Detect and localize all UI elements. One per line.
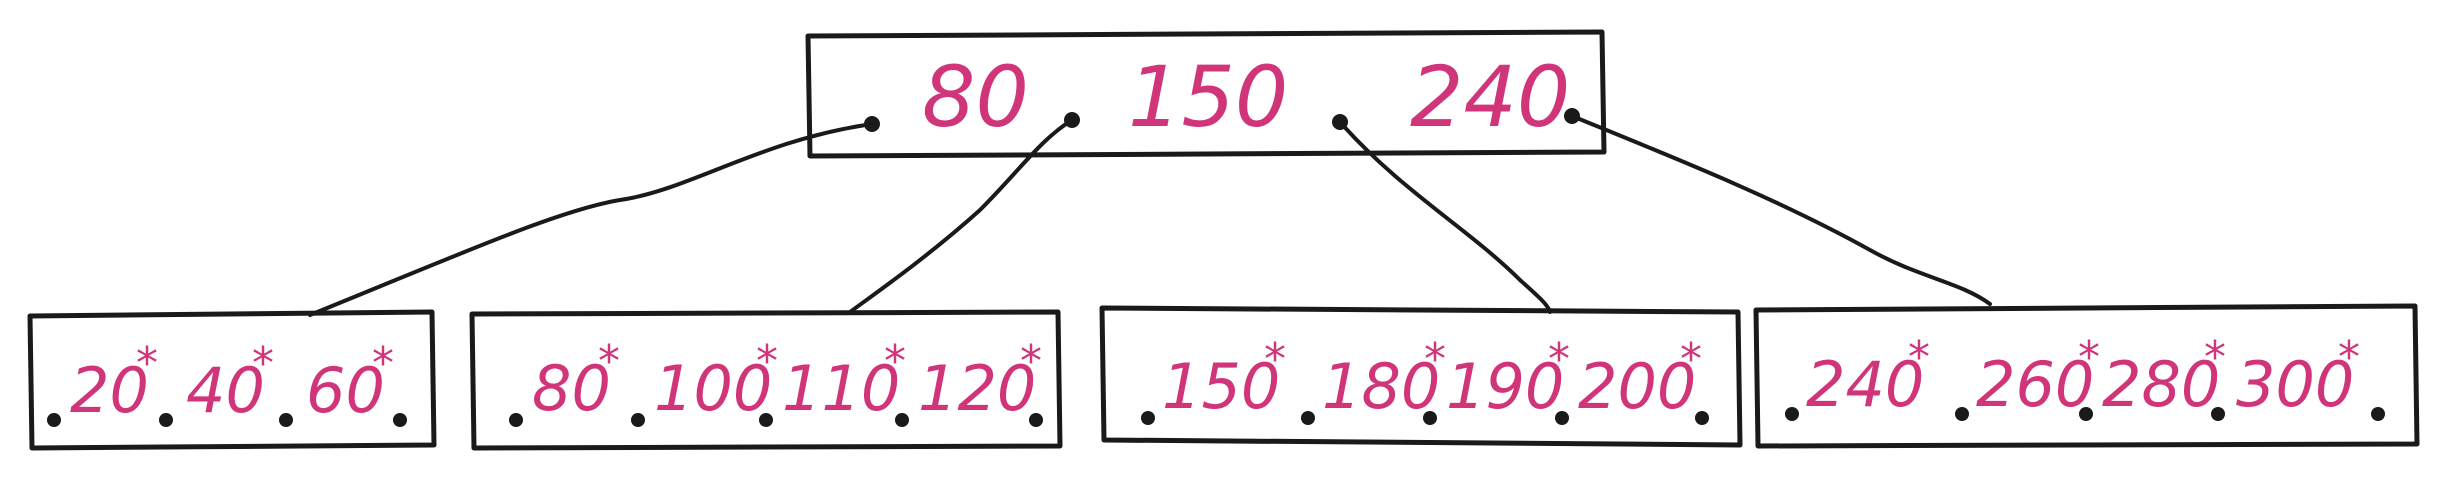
root-key-1: 80 xyxy=(922,48,1029,146)
leaf-3-entry-marker-3: * xyxy=(1548,334,1570,385)
leaf-2-key-2: 100 xyxy=(654,352,772,425)
leaf-2-node: 80*100*110*120* xyxy=(509,336,1043,427)
leaf-4-entry-marker-3: * xyxy=(2204,332,2226,383)
leaf-2-pointer-3 xyxy=(759,413,773,427)
edge-to-leaf-2 xyxy=(848,118,1074,314)
leaf-3-key-1: 150 xyxy=(1162,350,1280,423)
root-node: 80 150 240 xyxy=(805,29,1607,159)
leaf-1-key-3: 60 xyxy=(306,354,385,427)
leaf-4-key-2: 260 xyxy=(1976,348,2094,421)
leaf-4-entry-marker-4: * xyxy=(2338,332,2360,383)
leaf-1-node: 20*40*60* xyxy=(47,338,407,427)
leaf-2-key-3: 110 xyxy=(782,352,900,425)
leaf-1-pointer-4 xyxy=(393,413,407,427)
leaf-3-key-4: 200 xyxy=(1578,350,1696,423)
leaf-1-key-1: 20 xyxy=(70,354,149,427)
leaf-2-pointer-5 xyxy=(1029,413,1043,427)
leaf-1-box xyxy=(27,309,437,451)
leaf-2-pointer-4 xyxy=(895,413,909,427)
leaf-4-pointer-3 xyxy=(2079,407,2093,421)
leaf-3-entry-marker-1: * xyxy=(1264,334,1286,385)
root-key-2: 150 xyxy=(1128,48,1288,146)
leaf-4-pointer-5 xyxy=(2371,407,2385,421)
leaf-2-entry-marker-1: * xyxy=(598,336,620,387)
leaf-3-key-3: 190 xyxy=(1446,350,1564,423)
leaf-3-entry-marker-4: * xyxy=(1680,334,1702,385)
leaf-2-key-4: 120 xyxy=(918,352,1036,425)
leaf-1-entry-marker-3: * xyxy=(372,338,394,389)
edge-to-leaf-1 xyxy=(308,122,874,317)
leaf-1-pointer-2 xyxy=(159,413,173,427)
edge-to-leaf-4 xyxy=(1570,114,1992,306)
tree-edges xyxy=(308,114,1992,317)
leaf-4-box xyxy=(1753,303,2420,449)
leaf-2-entry-marker-3: * xyxy=(884,336,906,387)
leaf-3-pointer-2 xyxy=(1301,411,1315,425)
leaf-4-key-3: 280 xyxy=(2102,348,2220,421)
leaf-2-entry-marker-4: * xyxy=(1020,336,1042,387)
root-key-3: 240 xyxy=(1410,48,1570,146)
leaf-1-key-2: 40 xyxy=(186,354,265,427)
leaf-2-key-1: 80 xyxy=(532,352,611,425)
edge-to-leaf-3 xyxy=(1338,120,1552,314)
leaf-4-pointer-4 xyxy=(2211,407,2225,421)
leaf-3-node: 150*180*190*200* xyxy=(1141,334,1709,425)
leaf-4-key-1: 240 xyxy=(1806,348,1924,421)
leaf-3-pointer-1 xyxy=(1141,411,1155,425)
leaf-2-box xyxy=(469,309,1063,451)
leaf-1-entry-marker-1: * xyxy=(136,338,158,389)
leaf-4-node: 240*260*280*300* xyxy=(1785,332,2385,421)
leaf-contents: 20*40*60*80*100*110*120*150*180*190*200*… xyxy=(47,332,2385,427)
leaf-3-key-2: 180 xyxy=(1322,350,1440,423)
leaf-2-pointer-1 xyxy=(509,413,523,427)
leaf-3-pointer-3 xyxy=(1423,411,1437,425)
leaf-2-pointer-2 xyxy=(631,413,645,427)
leaf-4-pointer-2 xyxy=(1955,407,1969,421)
leaf-3-pointer-4 xyxy=(1555,411,1569,425)
leaf-4-entry-marker-1: * xyxy=(1908,332,1930,383)
leaf-4-entry-marker-2: * xyxy=(2078,332,2100,383)
leaf-1-pointer-3 xyxy=(279,413,293,427)
leaf-3-entry-marker-2: * xyxy=(1424,334,1446,385)
leaf-4-pointer-1 xyxy=(1785,407,1799,421)
leaf-2-entry-marker-2: * xyxy=(756,336,778,387)
leaf-3-box xyxy=(1099,305,1743,448)
root-node-box xyxy=(805,29,1607,159)
leaf-1-entry-marker-2: * xyxy=(252,338,274,389)
leaf-4-key-4: 300 xyxy=(2236,348,2354,421)
leaf-1-pointer-1 xyxy=(47,413,61,427)
leaf-3-pointer-5 xyxy=(1695,411,1709,425)
